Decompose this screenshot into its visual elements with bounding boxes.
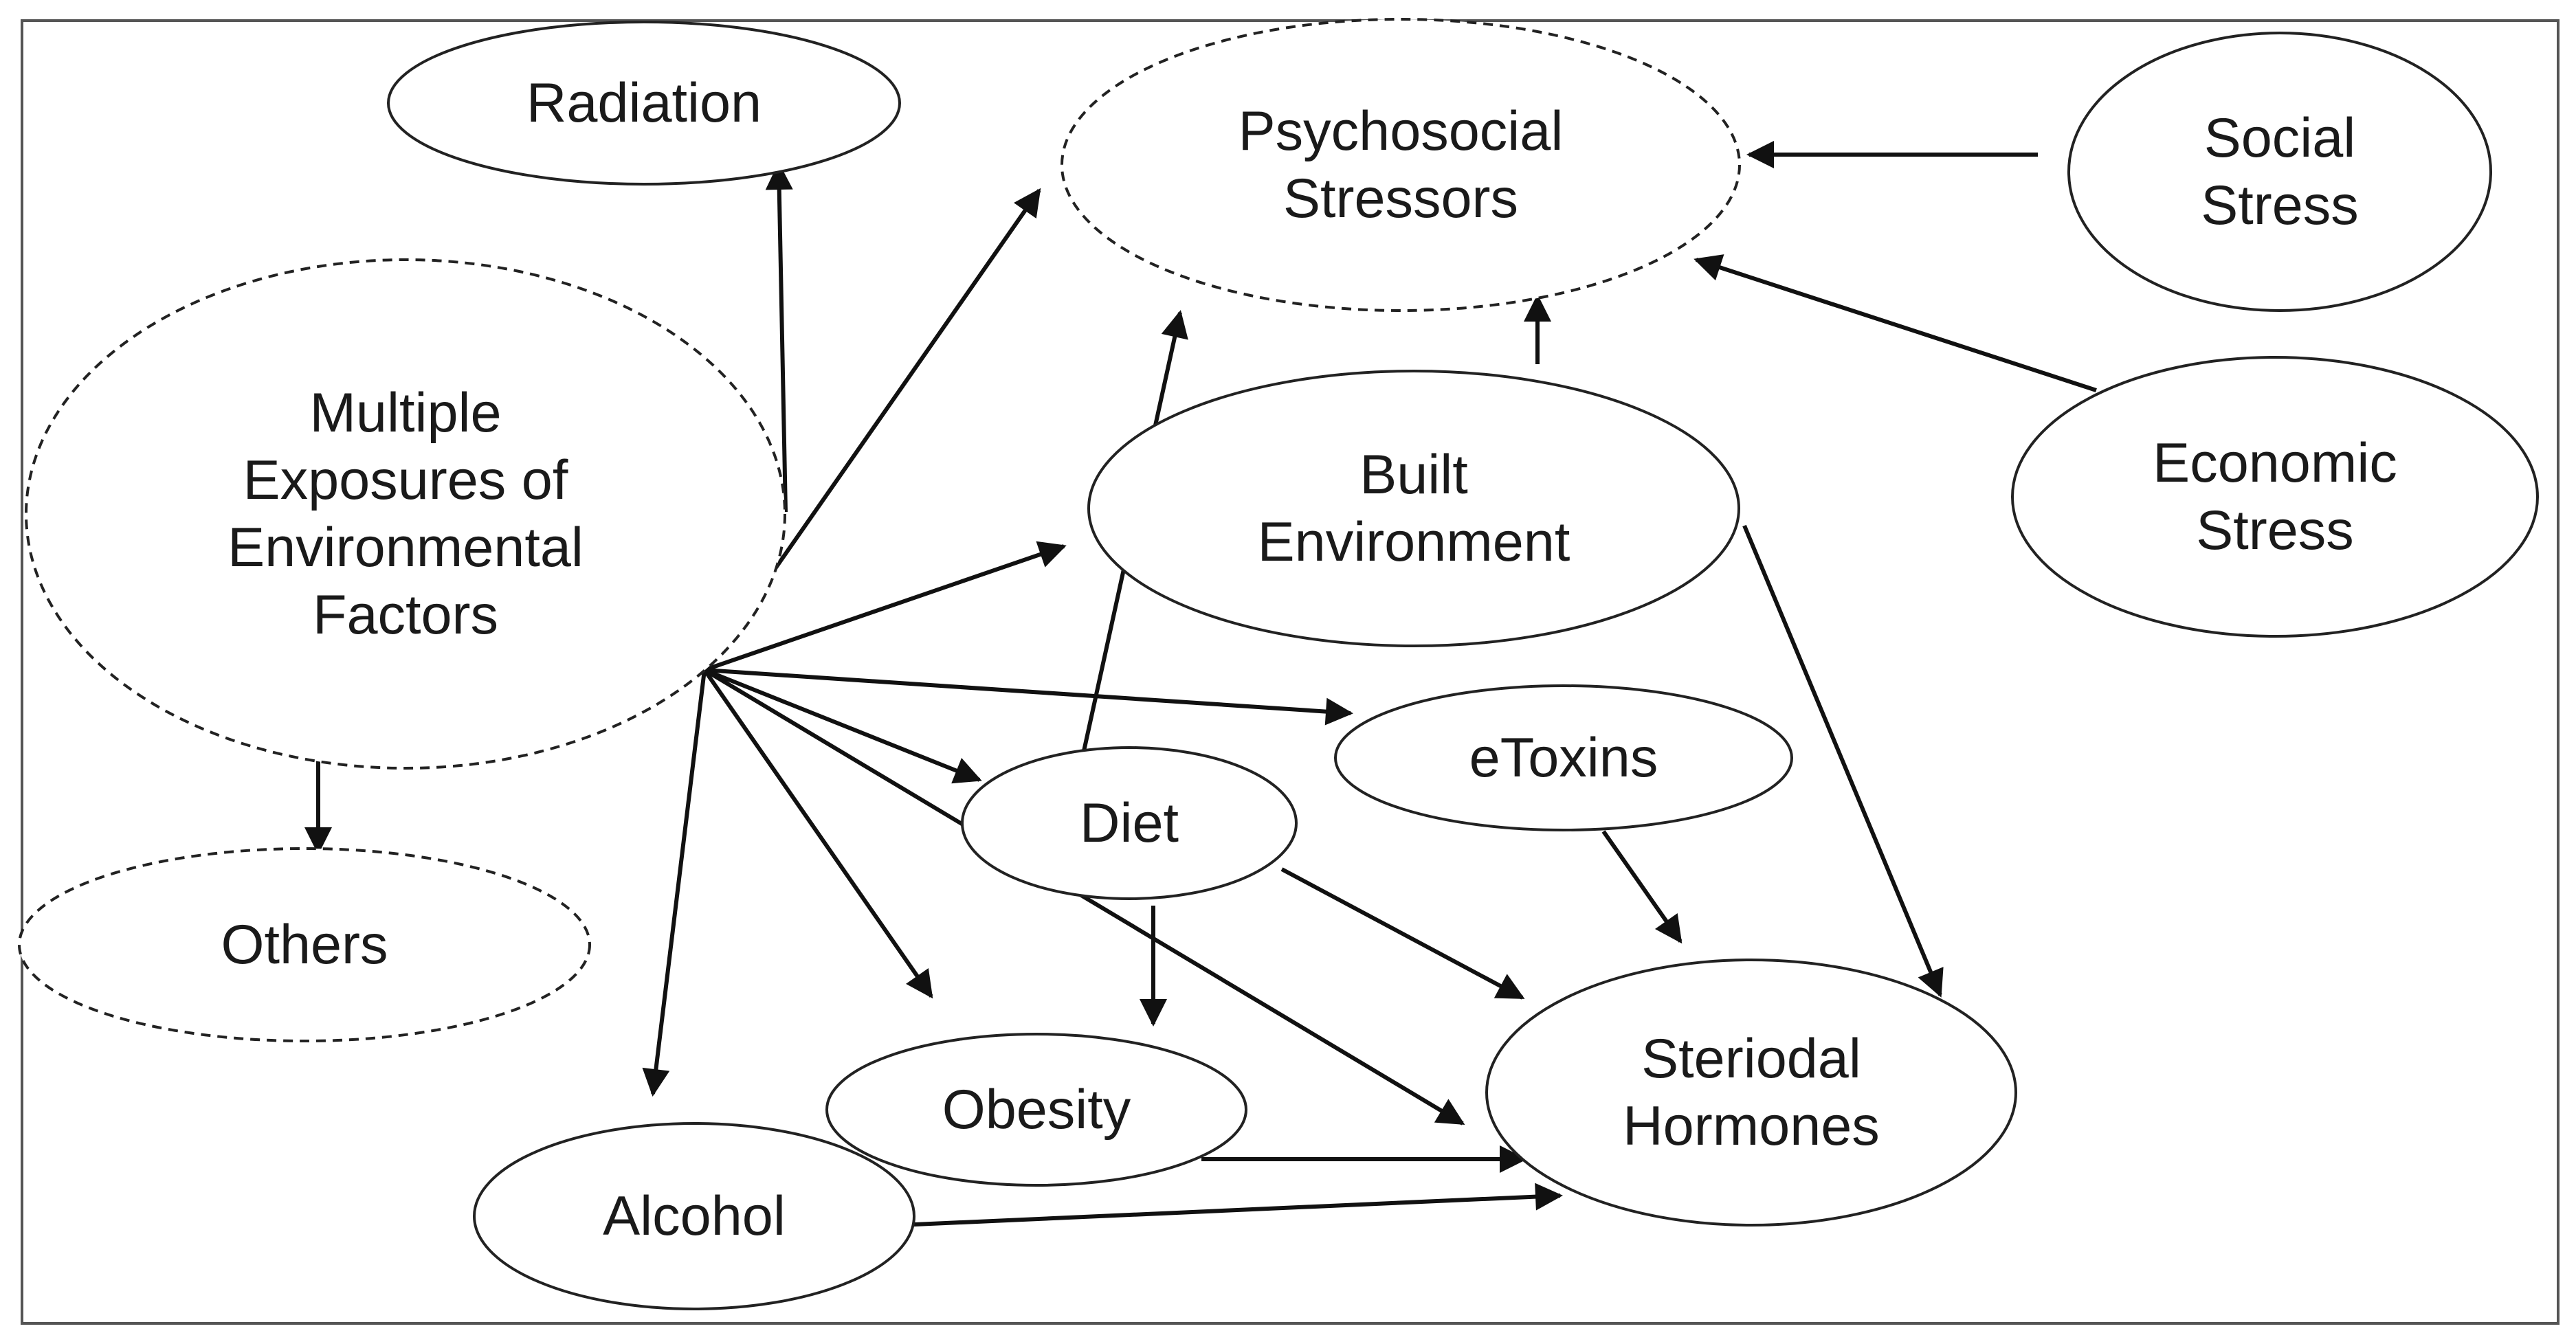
arrow-multiple-to-etoxins (704, 668, 1353, 726)
arrow-alcohol-to-steroidal (869, 1183, 1563, 1229)
node-social-label-line-0: Social (2204, 107, 2356, 169)
arrow-etoxins-to-steroidal (1601, 830, 1683, 944)
node-steroidal-label-line-0: Steriodal (1641, 1028, 1861, 1090)
node-obesity: Obesity (825, 1033, 1247, 1187)
node-etoxins-label-line-0: eToxins (1469, 727, 1658, 789)
node-multiple-label-line-1: Exposures of (243, 449, 568, 511)
node-multiple-label-line-0: Multiple (309, 382, 501, 444)
node-others-label-line-0: Others (221, 914, 388, 976)
node-social-label-line-1: Stress (2201, 175, 2359, 236)
arrow-economic-to-psychosocial (1694, 254, 2097, 392)
node-multiple-label-line-2: Environmental (227, 517, 584, 579)
node-diet: Diet (961, 746, 1298, 900)
arrow-multiple-to-obesity (702, 669, 933, 999)
node-built-label-line-0: Built (1359, 444, 1468, 506)
node-etoxins-ellipse (1334, 684, 1793, 831)
arrow-multiple-to-diet (703, 668, 982, 784)
arrow-multiple-to-radiation (765, 162, 793, 513)
node-multiple-label-line-3: Factors (313, 584, 498, 646)
node-obesity-label-line-0: Obesity (942, 1079, 1131, 1141)
node-alcohol-label-line-0: Alcohol (603, 1185, 786, 1247)
node-psychosocial-ellipse (1061, 18, 1741, 312)
node-economic-ellipse (2011, 356, 2539, 638)
node-economic-label-line-0: Economic (2153, 432, 2397, 494)
node-etoxins: eToxins (1334, 684, 1793, 831)
node-others-ellipse (18, 847, 591, 1042)
arrow-multiple-to-built (704, 541, 1067, 672)
node-multiple-ellipse (25, 258, 786, 770)
node-others: Others (18, 847, 591, 1042)
node-diet-ellipse (961, 746, 1298, 900)
node-obesity-ellipse (825, 1033, 1247, 1187)
node-radiation-label-line-0: Radiation (526, 72, 762, 134)
node-built-ellipse (1087, 370, 1740, 647)
node-economic-label-line-1: Stress (2196, 500, 2354, 561)
node-steroidal-label-line-1: Hormones (1623, 1095, 1880, 1157)
node-psychosocial-label-line-1: Stressors (1283, 168, 1518, 229)
arrow-diet-to-steroidal (1280, 867, 1525, 1000)
node-diet-label-line-0: Diet (1080, 792, 1179, 854)
node-radiation-ellipse (387, 21, 901, 186)
arrow-multiple-to-alcohol (642, 669, 707, 1097)
diagram-frame (21, 19, 2560, 1325)
node-psychosocial-label-line-0: Psychosocial (1239, 100, 1564, 162)
node-steroidal-ellipse (1485, 959, 2017, 1227)
node-alcohol: Alcohol (473, 1122, 915, 1310)
node-social-ellipse (2067, 32, 2492, 312)
node-alcohol-ellipse (473, 1122, 915, 1310)
arrow-built-to-steroidal (1742, 524, 1944, 998)
node-built-label-line-1: Environment (1258, 511, 1570, 573)
node-radiation: Radiation (387, 21, 901, 186)
